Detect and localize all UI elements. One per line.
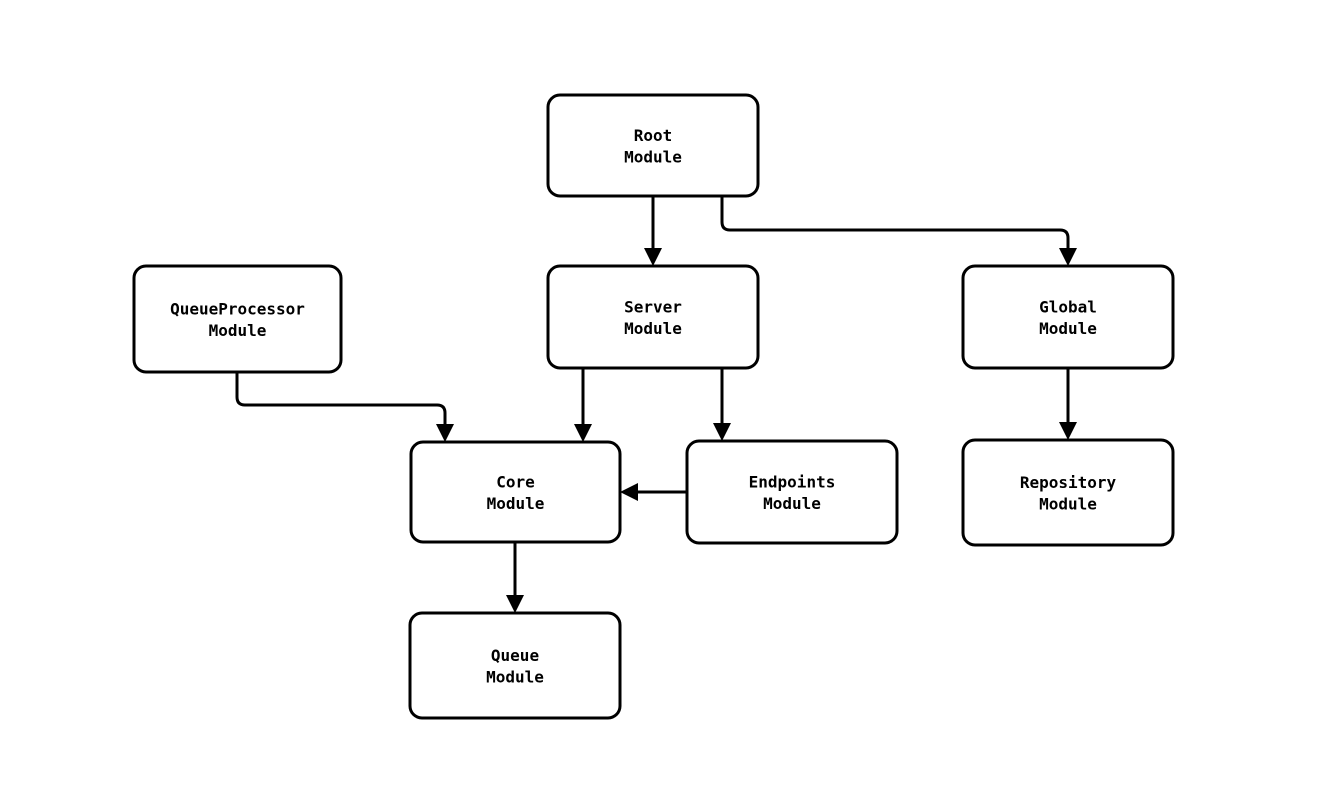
edge-root-to-server (644, 196, 662, 266)
edge-endpoints-to-core (620, 483, 687, 501)
node-box[interactable] (546, 93, 760, 198)
arrow-head-icon (436, 424, 454, 442)
arrow-head-icon (620, 483, 638, 501)
edge-queueprocessor-to-core (235, 372, 454, 442)
edge-server-to-core (574, 368, 592, 442)
node-box[interactable] (685, 439, 899, 545)
node-box[interactable] (408, 611, 622, 720)
arrow-head-icon (644, 248, 662, 266)
arrow-head-icon (1059, 248, 1077, 266)
edge-global-to-repository (1059, 368, 1077, 440)
arrow-head-icon (713, 423, 731, 441)
edges-layer (235, 196, 1077, 613)
edge-root-to-global (720, 196, 1077, 266)
edge-core-to-queue (506, 542, 524, 613)
edge-server-to-endpoints (713, 368, 731, 441)
arrow-head-icon (574, 424, 592, 442)
node-box[interactable] (961, 438, 1175, 547)
arrow-head-icon (506, 595, 524, 613)
edge-line (720, 196, 1070, 248)
node-box[interactable] (546, 264, 760, 370)
node-box[interactable] (409, 440, 622, 544)
node-box[interactable] (132, 264, 343, 374)
arrow-head-icon (1059, 422, 1077, 440)
edge-line (235, 372, 447, 424)
node-box[interactable] (961, 264, 1175, 370)
